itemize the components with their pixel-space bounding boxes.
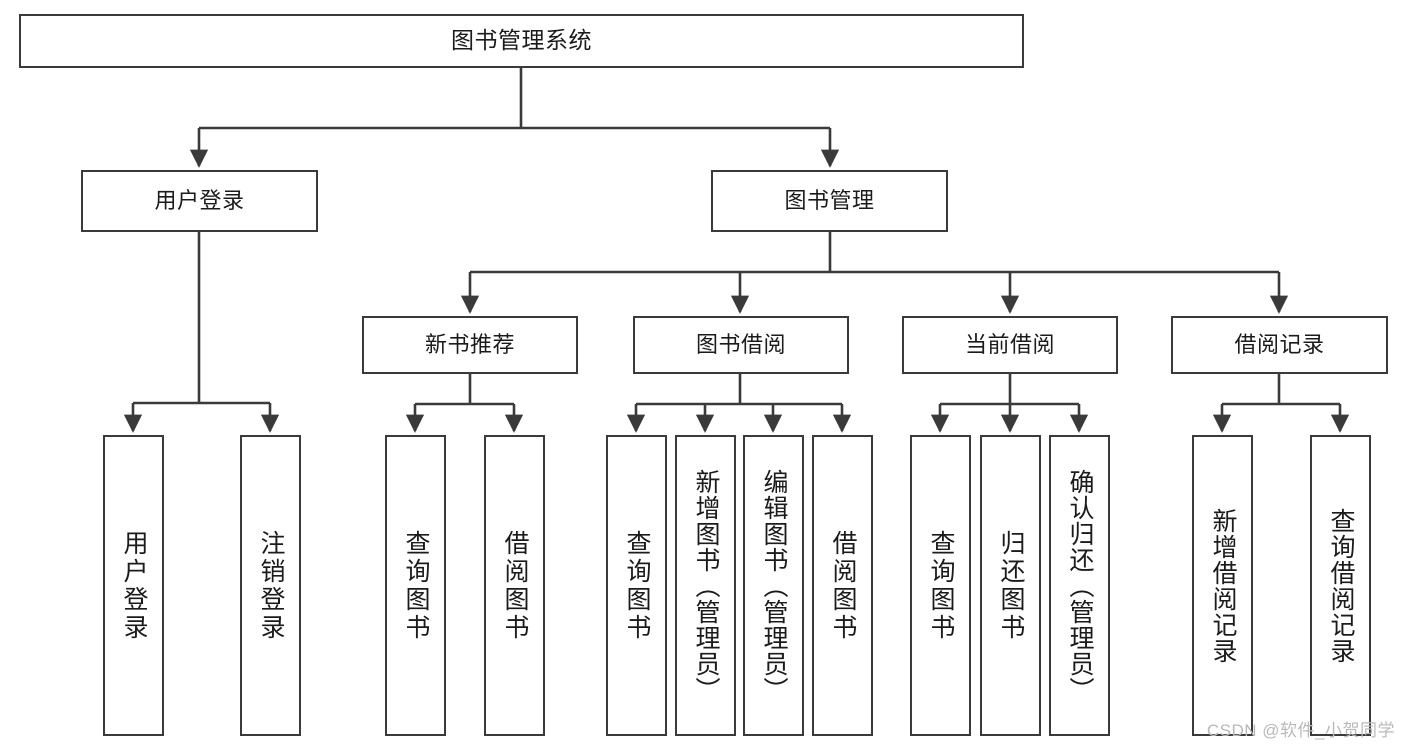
node-current-borrow[interactable]: 当前借阅 (902, 316, 1118, 374)
node-user-login-label: 用户登录 (154, 188, 245, 214)
node-leaf-logout-label: 注销登录 (257, 529, 285, 642)
node-leaf-borrow-book-1[interactable]: 借阅图书 (484, 435, 545, 736)
node-leaf-query-book-3-label: 查询图书 (927, 529, 955, 642)
node-leaf-query-book-1[interactable]: 查询图书 (385, 435, 446, 736)
node-leaf-confirm-return[interactable]: 确认归还（管理员） (1049, 435, 1110, 736)
node-borrow-record-label: 借阅记录 (1234, 332, 1325, 358)
node-leaf-query-book-2-label: 查询图书 (623, 529, 651, 642)
node-leaf-query-record-label: 查询借阅记录 (1327, 507, 1355, 664)
node-borrow-record[interactable]: 借阅记录 (1171, 316, 1388, 374)
node-leaf-query-record[interactable]: 查询借阅记录 (1310, 435, 1371, 736)
node-leaf-borrow-book-2[interactable]: 借阅图书 (812, 435, 873, 736)
node-leaf-add-record-label: 新增借阅记录 (1209, 507, 1237, 664)
node-leaf-add-record[interactable]: 新增借阅记录 (1192, 435, 1253, 736)
node-leaf-add-book[interactable]: 新增图书（管理员） (675, 435, 736, 736)
node-leaf-user-login-label: 用户登录 (120, 529, 148, 642)
node-current-borrow-label: 当前借阅 (964, 332, 1055, 358)
node-book-manage[interactable]: 图书管理 (711, 170, 948, 232)
node-book-manage-label: 图书管理 (784, 188, 875, 214)
node-leaf-borrow-book-2-label: 借阅图书 (829, 529, 857, 642)
node-new-book-rec-label: 新书推荐 (424, 332, 515, 358)
node-leaf-edit-book-label: 编辑图书（管理员） (760, 468, 788, 703)
node-leaf-return-book[interactable]: 归还图书 (980, 435, 1041, 736)
node-leaf-query-book-2[interactable]: 查询图书 (606, 435, 667, 736)
node-leaf-confirm-return-label: 确认归还（管理员） (1066, 468, 1094, 703)
node-root-label: 图书管理系统 (451, 27, 592, 54)
node-leaf-query-book-1-label: 查询图书 (402, 529, 430, 642)
node-book-borrow-label: 图书借阅 (695, 332, 786, 358)
node-leaf-return-book-label: 归还图书 (997, 529, 1025, 642)
node-user-login[interactable]: 用户登录 (81, 170, 318, 232)
node-leaf-borrow-book-1-label: 借阅图书 (501, 529, 529, 642)
node-leaf-add-book-label: 新增图书（管理员） (692, 468, 720, 703)
node-leaf-edit-book[interactable]: 编辑图书（管理员） (743, 435, 804, 736)
node-leaf-logout[interactable]: 注销登录 (240, 435, 301, 736)
node-book-borrow[interactable]: 图书借阅 (633, 316, 849, 374)
watermark: CSDN @软件_小贺同学 (1206, 721, 1395, 740)
node-new-book-rec[interactable]: 新书推荐 (362, 316, 578, 374)
node-leaf-query-book-3[interactable]: 查询图书 (910, 435, 971, 736)
node-root[interactable]: 图书管理系统 (19, 14, 1024, 68)
node-leaf-user-login[interactable]: 用户登录 (103, 435, 164, 736)
